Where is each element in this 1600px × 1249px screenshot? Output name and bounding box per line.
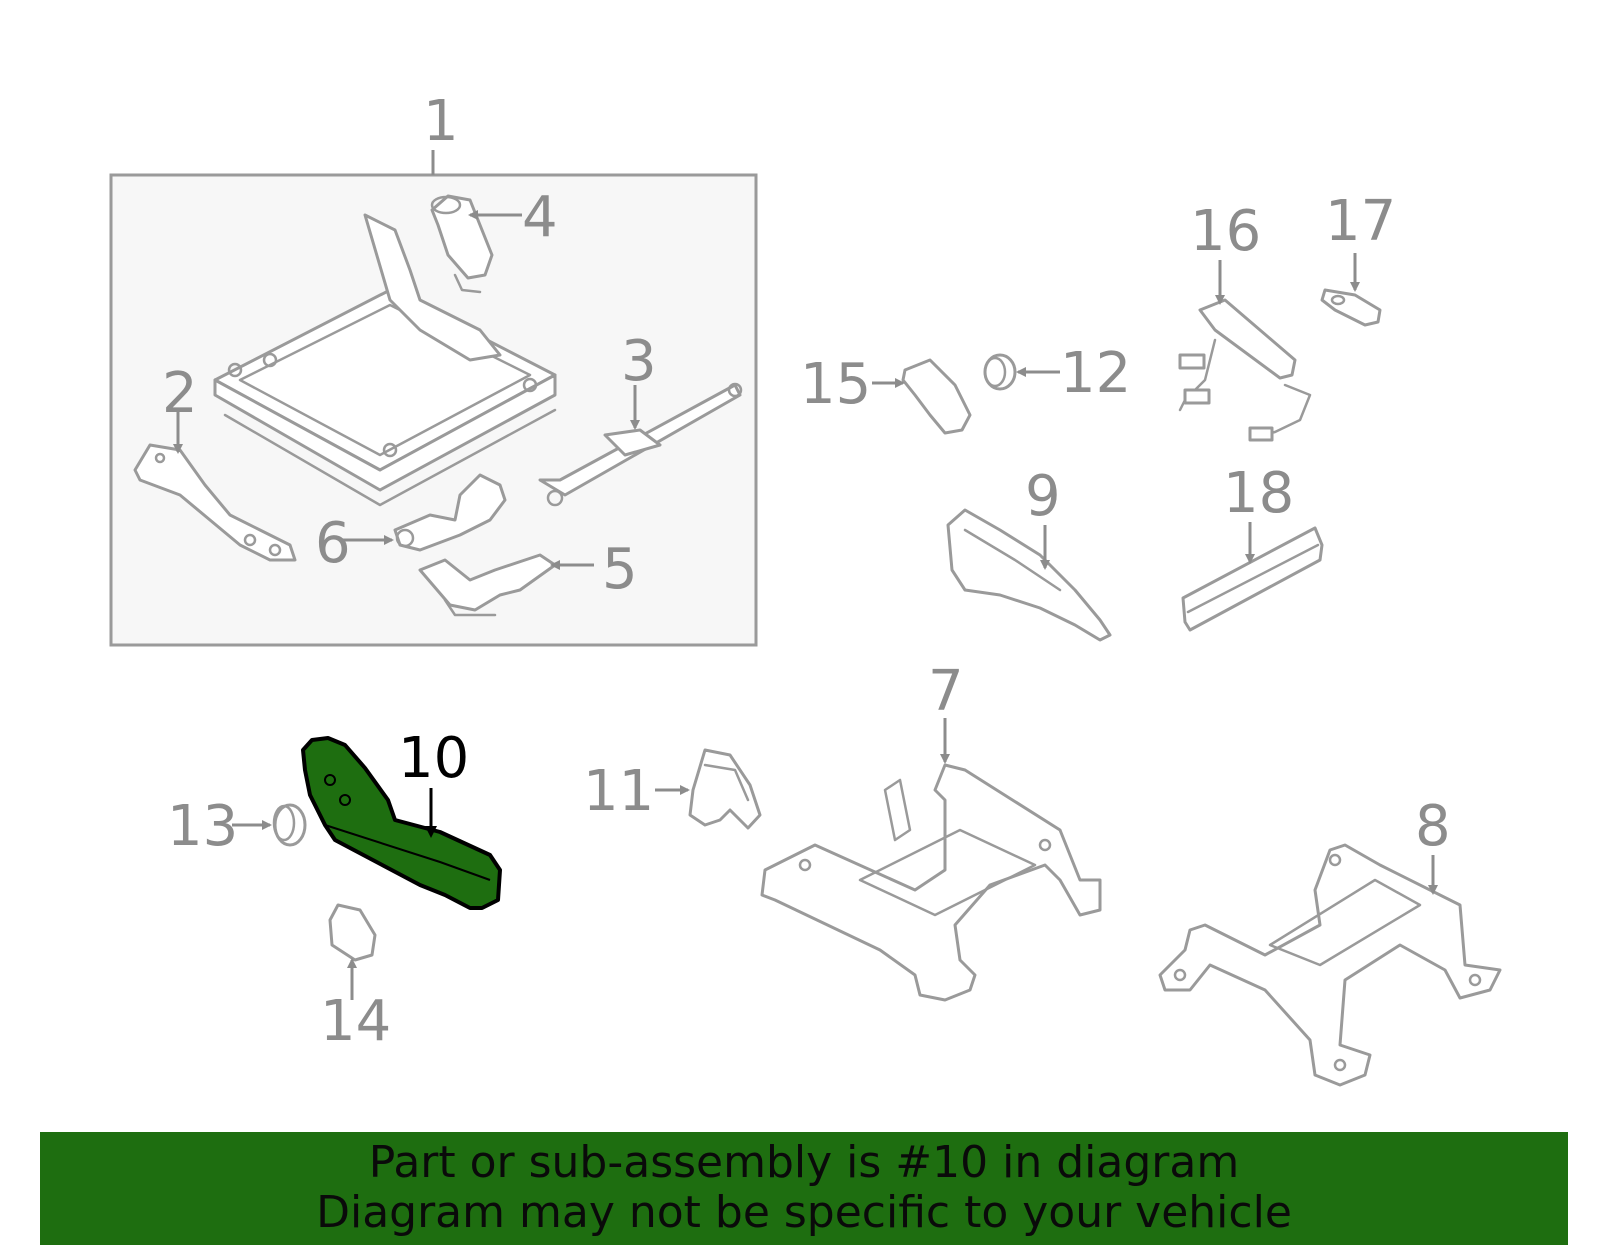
callout-1: 1 [423, 89, 459, 154]
part-11-bracket[interactable] [655, 748, 762, 830]
part-9-side-cover[interactable] [946, 508, 1112, 642]
part-17-knob[interactable] [1320, 253, 1382, 327]
callout-16: 16 [1190, 199, 1261, 264]
part-14-cover-cap[interactable] [328, 903, 377, 1000]
callout-3: 3 [621, 329, 657, 394]
callout-11: 11 [583, 759, 654, 824]
part-7-seat-base[interactable] [760, 718, 1102, 1002]
callout-10: 10 [398, 726, 469, 791]
part-1-seat-frame[interactable] [213, 213, 557, 507]
callout-9: 9 [1025, 464, 1061, 529]
part-5-motor[interactable] [418, 553, 594, 617]
callout-13: 13 [167, 794, 238, 859]
callout-7: 7 [928, 659, 964, 724]
callout-4: 4 [522, 185, 558, 250]
callout-15: 15 [800, 352, 871, 417]
callout-6: 6 [315, 511, 351, 576]
callout-8: 8 [1415, 794, 1451, 859]
callout-14: 14 [320, 989, 391, 1054]
part-15-cover[interactable] [872, 358, 972, 435]
part-8-track-frame[interactable] [1158, 843, 1502, 1087]
callout-2: 2 [162, 361, 198, 426]
callout-5: 5 [602, 537, 638, 602]
part-3-rod[interactable] [538, 382, 743, 507]
part-18-trim-strip[interactable] [1181, 522, 1324, 632]
callout-12: 12 [1060, 341, 1131, 406]
callout-17: 17 [1325, 189, 1396, 254]
part-4-motor[interactable] [430, 194, 522, 294]
part-16-switch-harness[interactable] [1178, 260, 1312, 442]
banner-line-disclaimer: Diagram may not be specific to your vehi… [316, 1187, 1292, 1238]
part-2-bracket[interactable] [133, 412, 297, 562]
part-12-cap[interactable] [983, 353, 1060, 391]
part-6-motor[interactable] [340, 473, 507, 552]
part-13-cap[interactable] [232, 803, 307, 847]
callout-18: 18 [1223, 461, 1294, 526]
banner-line-part-info: Part or sub-assembly is #10 in diagram [368, 1137, 1240, 1188]
part-10-seat-track-cover[interactable] [301, 736, 502, 910]
info-banner: Part or sub-assembly is #10 in diagram D… [40, 1132, 1568, 1245]
